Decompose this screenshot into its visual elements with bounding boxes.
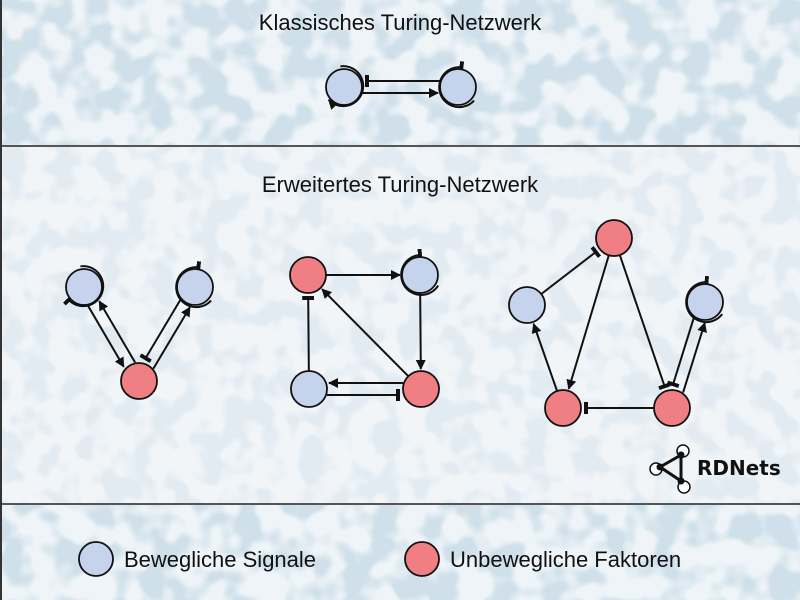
extended-1-edge-activation-A-C xyxy=(87,305,125,368)
classic-network-title: Klassisches Turing-Netzwerk xyxy=(258,10,542,35)
classic-node-mobile-A xyxy=(325,68,363,106)
extended-1-self-loop-inhibition-B xyxy=(175,261,212,309)
extended-3-node-immobile-BR xyxy=(653,389,691,427)
extended-2-self-loop-inhibition-B xyxy=(400,248,440,296)
edges-layer xyxy=(62,61,723,414)
classic-self-loop-inhibition-B xyxy=(438,61,475,109)
extended-2-node-immobile-A xyxy=(289,256,327,294)
extended-2-node-immobile-D xyxy=(402,370,440,408)
extended-2-node-mobile-C xyxy=(290,370,328,408)
classic-node-mobile-B xyxy=(439,68,477,106)
bottom-band xyxy=(0,505,800,600)
extended-3-self-loop-inhibition-R xyxy=(685,276,723,324)
extended-3-edge-inhibition-L-T xyxy=(540,246,602,295)
extended-3-node-mobile-L xyxy=(508,286,546,324)
legend-mobile-label: Bewegliche Signale xyxy=(124,547,317,572)
extended-network-title: Erweitertes Turing-Netzwerk xyxy=(261,172,539,197)
extended-3-edge-activation-BL-L xyxy=(531,322,559,392)
extended-1-edge-activation-C-A xyxy=(98,300,136,363)
extended-1-node-immobile-C xyxy=(120,362,158,400)
middle-band xyxy=(0,147,800,504)
rdnets-logo-text: RDNets xyxy=(697,456,781,480)
nodes-layer xyxy=(65,68,724,427)
extended-3-edge-activation-BR-R xyxy=(682,321,707,393)
extended-1-node-mobile-B xyxy=(176,268,214,306)
extended-1-edge-activation-C-B xyxy=(152,306,191,370)
extended-2-edge-activation-B-D xyxy=(415,292,426,371)
extended-1-self-loop-inhibition-A xyxy=(62,265,105,308)
extended-3-node-mobile-R xyxy=(686,283,724,321)
legend-immobile-node-icon xyxy=(404,541,440,577)
extended-3-edge-inhibition-R-BR xyxy=(666,317,695,388)
extended-3-edge-inhibition-T-BR xyxy=(618,254,671,391)
extended-2-edge-activation-D-A xyxy=(321,288,410,377)
extended-3-node-immobile-T xyxy=(595,219,633,257)
extended-1-node-mobile-A xyxy=(65,268,103,306)
legend-immobile-label: Unbewegliche Faktoren xyxy=(450,547,682,572)
extended-3-node-immobile-BL xyxy=(544,389,582,427)
extended-1-edge-inhibition-B-C xyxy=(139,298,182,363)
legend-mobile-node-icon xyxy=(78,541,114,577)
extended-2-node-mobile-B xyxy=(401,256,439,294)
top-band xyxy=(0,0,800,146)
rdnets-logo-icon xyxy=(649,444,691,494)
extended-2-edge-inhibition-C-A xyxy=(302,295,315,372)
extended-3-edge-activation-T-BL xyxy=(566,254,610,390)
